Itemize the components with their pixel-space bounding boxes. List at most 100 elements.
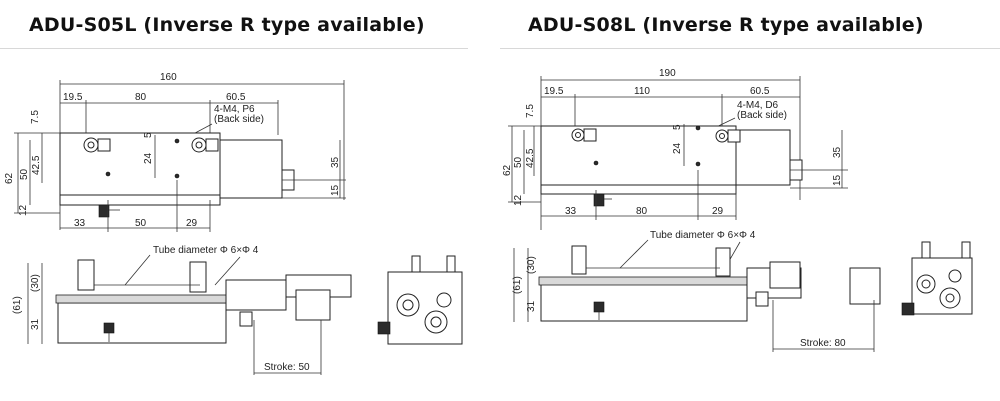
end-plate bbox=[769, 261, 801, 289]
dim-bottom-c: 29 bbox=[186, 218, 198, 229]
end-view-fitting-top bbox=[411, 255, 421, 273]
dim-5: 5 bbox=[143, 132, 154, 138]
note-line2: (Back side) bbox=[214, 114, 264, 125]
fitting-body bbox=[583, 128, 597, 142]
end-view-fitting-top bbox=[961, 241, 971, 259]
fitting-body bbox=[97, 138, 111, 152]
dim-bottom-b: 80 bbox=[636, 206, 648, 217]
drawing-s05l: 160 19.5 80 60.5 4-M4, P6 (Back side) 62… bbox=[4, 72, 463, 375]
cylinder-body-side bbox=[57, 302, 227, 344]
slide-block bbox=[225, 279, 287, 311]
bottom-fitting bbox=[593, 193, 605, 207]
dim-75: 7.5 bbox=[525, 104, 536, 118]
port-inner bbox=[87, 141, 95, 149]
tube-leader bbox=[619, 239, 649, 269]
mount-hole bbox=[174, 173, 180, 179]
fitting-side bbox=[715, 247, 731, 277]
bottom-fitting bbox=[98, 204, 110, 218]
dim-31: 31 bbox=[526, 300, 537, 312]
slider-nut bbox=[239, 311, 253, 327]
mount-hole bbox=[174, 138, 180, 144]
note-line1: 4-M4, D6 bbox=[737, 100, 779, 111]
divider-right bbox=[500, 48, 1000, 49]
cylinder-body-top bbox=[540, 125, 737, 195]
dim-c: 60.5 bbox=[226, 92, 246, 103]
dim-62: 62 bbox=[4, 172, 15, 184]
port-inner bbox=[719, 133, 725, 139]
mount-hole bbox=[105, 171, 111, 177]
tube-label: Tube diameter Φ 6×Φ 4 bbox=[650, 230, 756, 241]
dim-425: 42.5 bbox=[31, 155, 42, 175]
dim-425: 42.5 bbox=[525, 148, 536, 168]
end-view-fitting-top bbox=[446, 255, 456, 273]
port-inner bbox=[195, 141, 203, 149]
dim-15: 15 bbox=[330, 184, 341, 196]
dim-50: 50 bbox=[19, 168, 30, 180]
mount-hole bbox=[695, 161, 701, 167]
end-view-port-inner bbox=[430, 316, 442, 328]
fitting-body bbox=[727, 129, 741, 143]
mount-hole bbox=[593, 160, 599, 166]
tube-leader bbox=[124, 254, 151, 286]
cylinder-rail bbox=[538, 276, 750, 286]
dim-35: 35 bbox=[330, 156, 341, 168]
cylinder-body-side bbox=[540, 282, 748, 322]
dim-61: (61) bbox=[512, 276, 523, 294]
port-inner bbox=[575, 132, 581, 138]
dim-bottom-c: 29 bbox=[712, 206, 724, 217]
mount-hole bbox=[695, 125, 701, 131]
dim-c: 60.5 bbox=[750, 86, 770, 97]
drawing-title-left: ADU-S05L (Inverse R type available) bbox=[29, 14, 425, 36]
dim-5: 5 bbox=[672, 124, 683, 130]
note-line2: (Back side) bbox=[737, 110, 787, 121]
note-line1: 4-M4, P6 bbox=[214, 104, 255, 115]
slider-nut bbox=[755, 291, 769, 307]
end-view-fitting bbox=[377, 321, 391, 335]
dim-30: (30) bbox=[30, 274, 41, 292]
bottom-fitting-side bbox=[593, 301, 605, 313]
dim-62: 62 bbox=[502, 164, 513, 176]
end-view-fitting-top bbox=[921, 241, 931, 259]
dim-bottom-b: 50 bbox=[135, 218, 147, 229]
dim-b: 80 bbox=[135, 92, 147, 103]
dim-15: 15 bbox=[832, 174, 843, 186]
cylinder-head-top bbox=[735, 129, 791, 186]
dim-30: (30) bbox=[526, 256, 537, 274]
end-view-hole bbox=[436, 292, 452, 308]
dim-bottom-a: 33 bbox=[74, 218, 86, 229]
dim-24: 24 bbox=[143, 152, 154, 164]
fitting-side bbox=[77, 259, 95, 291]
dim-31: 31 bbox=[30, 318, 41, 330]
divider-left bbox=[0, 48, 468, 49]
dim-a: 19.5 bbox=[63, 92, 83, 103]
dim-35: 35 bbox=[832, 146, 843, 158]
dim-12: 12 bbox=[18, 204, 29, 216]
dim-75: 7.5 bbox=[30, 110, 41, 124]
tube-leader bbox=[214, 256, 241, 286]
drawing-title-right: ADU-S08L (Inverse R type available) bbox=[528, 14, 924, 36]
dim-61: (61) bbox=[12, 296, 23, 314]
end-plate-stroke bbox=[849, 267, 881, 305]
dim-overall: 190 bbox=[659, 68, 676, 79]
dim-bottom-a: 33 bbox=[565, 206, 577, 217]
drawing-s08l: 190 19.5 110 60.5 4-M4, D6 (Back side) 6… bbox=[502, 68, 973, 352]
dim-overall: 160 bbox=[160, 72, 177, 83]
tube-label: Tube diameter Φ 6×Φ 4 bbox=[153, 245, 259, 256]
dim-a: 19.5 bbox=[544, 86, 564, 97]
end-view-fitting bbox=[901, 302, 915, 316]
end-plate-stroke bbox=[295, 289, 331, 321]
stroke-label: Stroke: 80 bbox=[800, 338, 846, 349]
cylinder-head-top bbox=[219, 139, 283, 199]
bottom-fitting-side bbox=[103, 322, 115, 334]
end-view-port-inner bbox=[945, 293, 955, 303]
end-view-port-inner bbox=[402, 299, 414, 311]
end-view-port-inner bbox=[921, 279, 931, 289]
dim-24: 24 bbox=[672, 142, 683, 154]
cylinder-rail bbox=[55, 294, 229, 304]
fitting-body bbox=[205, 138, 219, 152]
dim-b: 110 bbox=[634, 86, 650, 97]
stroke-label: Stroke: 50 bbox=[264, 362, 310, 373]
dim-50: 50 bbox=[513, 156, 524, 168]
dim-12: 12 bbox=[513, 194, 524, 206]
